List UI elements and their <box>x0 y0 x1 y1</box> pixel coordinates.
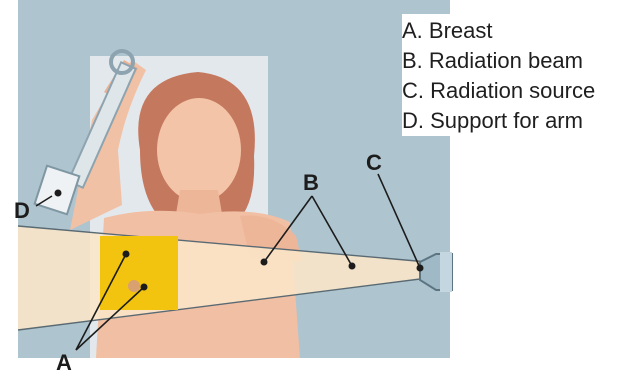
dot-c <box>417 265 424 272</box>
dot-a-1 <box>123 251 130 258</box>
legend: A. Breast B. Radiation beam C. Radiation… <box>402 14 634 136</box>
face <box>157 98 241 202</box>
dot-b-1 <box>261 259 268 266</box>
legend-item-support-for-arm: D. Support for arm <box>402 106 634 136</box>
callout-a: A <box>56 350 72 375</box>
breast-target-area <box>100 236 178 310</box>
legend-item-radiation-beam: B. Radiation beam <box>402 46 634 76</box>
callout-d: D <box>14 198 30 223</box>
dot-d <box>55 190 62 197</box>
legend-item-radiation-source: C. Radiation source <box>402 76 634 106</box>
callout-c: C <box>366 150 382 175</box>
legend-item-breast: A. Breast <box>402 16 634 46</box>
dot-a-2 <box>141 284 148 291</box>
callout-b: B <box>303 170 319 195</box>
radiation-source-housing <box>440 252 452 292</box>
nipple <box>128 280 140 292</box>
dot-b-2 <box>349 263 356 270</box>
